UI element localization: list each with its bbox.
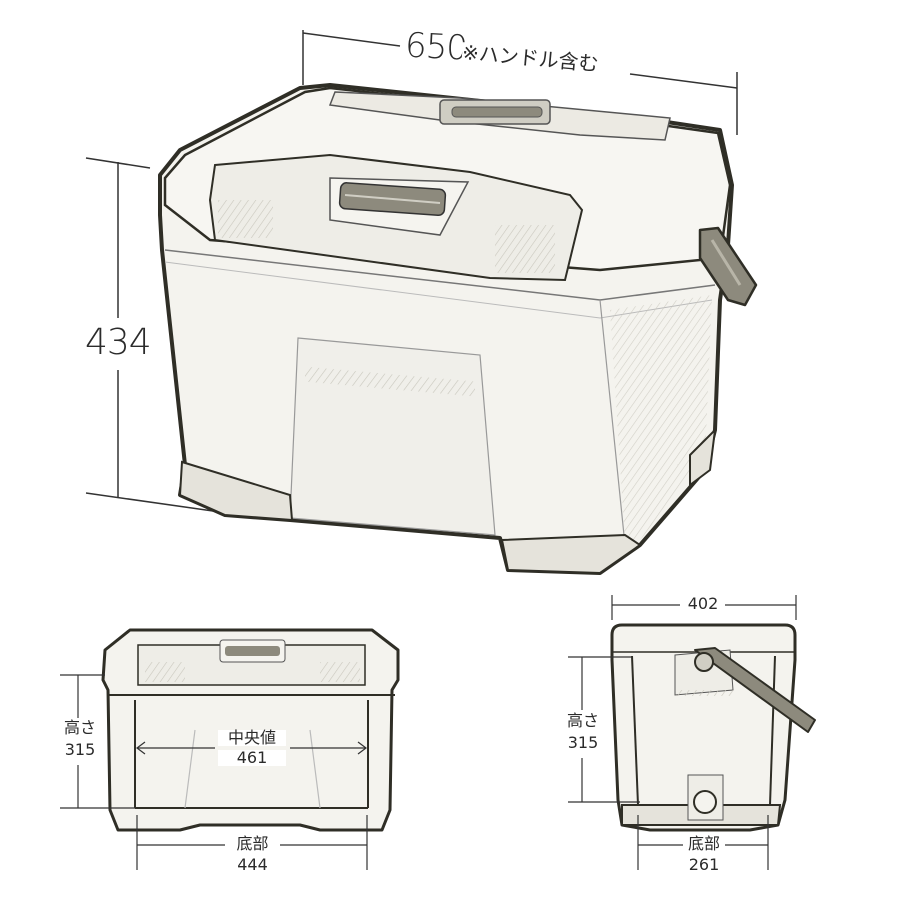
drain-plug <box>693 790 717 814</box>
side-height-label: 高さ <box>563 713 603 729</box>
side-height-value: 315 <box>563 735 603 751</box>
side-top-value: 402 <box>682 596 724 612</box>
height-value: 434 <box>85 322 152 363</box>
side-view-cooler <box>568 595 816 870</box>
width-dimension-line <box>302 30 738 135</box>
side-view-handle <box>694 647 816 733</box>
height-dimension-line <box>85 157 221 513</box>
front-middle-value: 461 <box>218 750 286 766</box>
front-bottom-label: 底部 <box>225 836 280 852</box>
front-height-label: 高さ <box>60 720 100 736</box>
main-perspective-cooler <box>85 30 758 575</box>
width-value: 650 <box>403 25 468 69</box>
front-bottom-value: 444 <box>225 857 280 873</box>
front-height-value: 315 <box>60 742 100 758</box>
front-middle-label: 中央値 <box>218 730 286 746</box>
side-dimension-lines <box>568 595 797 870</box>
front-dimension-lines <box>60 674 368 870</box>
side-bottom-label: 底部 <box>683 836 725 852</box>
side-bottom-value: 261 <box>683 857 725 873</box>
